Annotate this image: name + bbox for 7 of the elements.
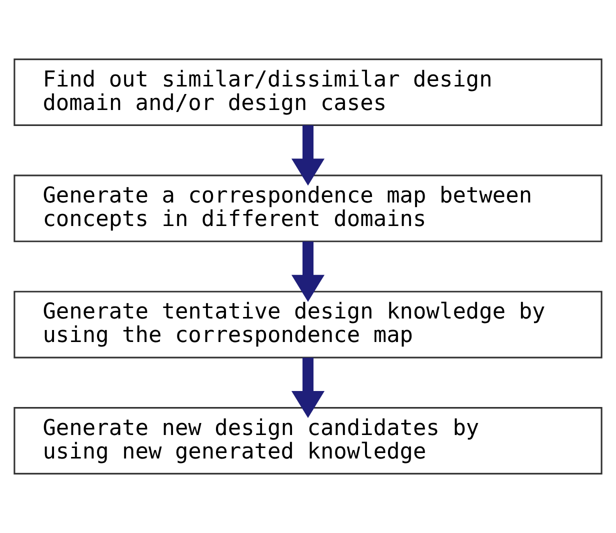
arrow (291, 241, 325, 302)
arrow (291, 358, 325, 418)
node-box: Generate new design candidates by using new generated knowledge (14, 407, 602, 474)
node-box: Generate a correspondence map between concepts in different domains (14, 174, 602, 242)
node-box: Generate tentative design knowledge by using the correspondence map (14, 290, 602, 358)
node-box: Find out similar/dissimilar design domain and/or design cases (14, 58, 602, 126)
arrow (291, 125, 325, 186)
